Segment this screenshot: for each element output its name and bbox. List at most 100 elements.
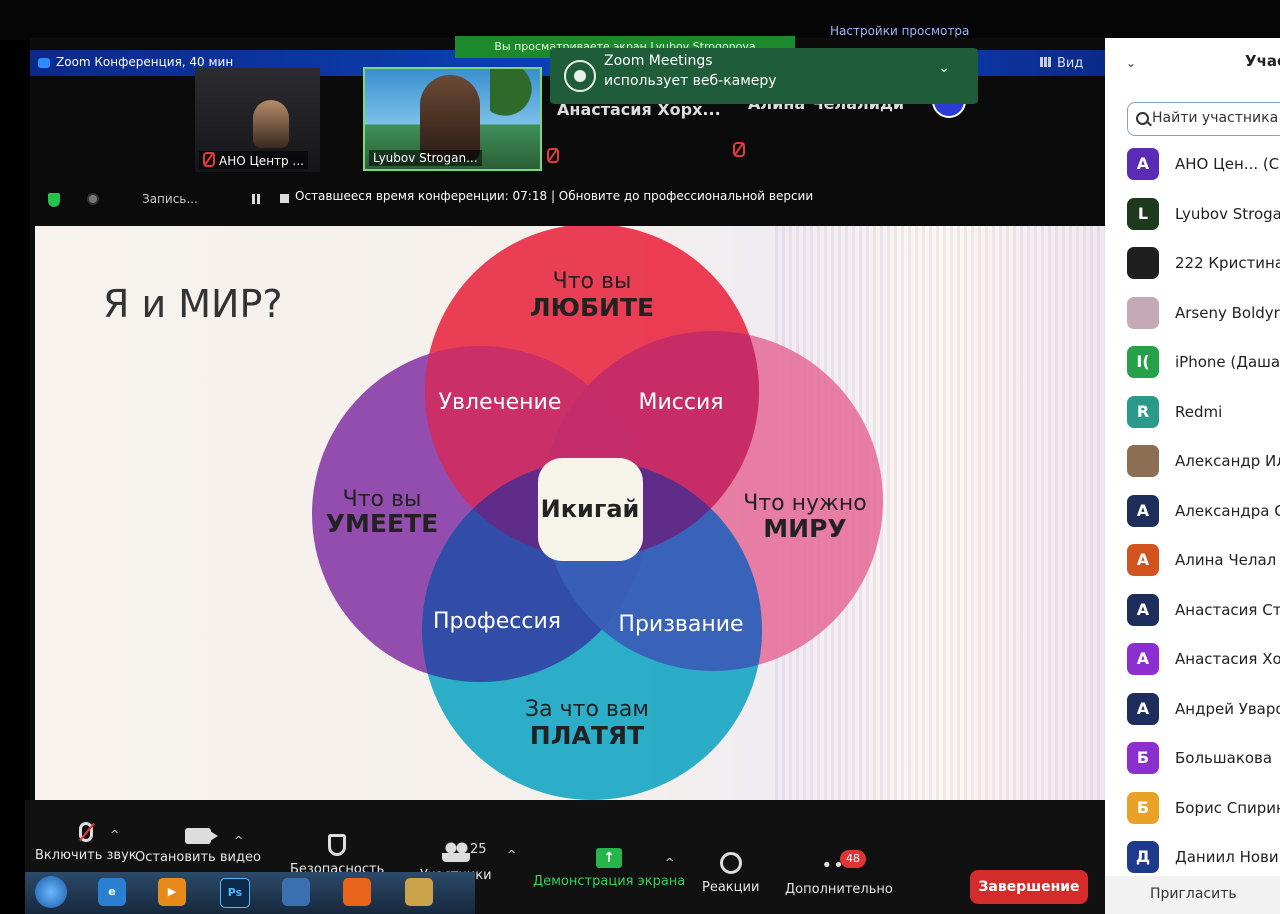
venn-need-line1: Что нужно bbox=[743, 491, 866, 516]
participant-name: 222 Кристина bbox=[1175, 254, 1280, 272]
participant-name: Александр Ил bbox=[1175, 452, 1280, 470]
participant-video bbox=[253, 100, 289, 148]
participant-name: Алина Челал bbox=[1175, 551, 1277, 569]
video-tile-1[interactable]: АНО Центр ... bbox=[195, 68, 320, 172]
participant-name: Борис Спирин bbox=[1175, 799, 1280, 817]
tile-name: Lyubov Strogan... bbox=[373, 151, 478, 165]
avatar: A bbox=[1127, 148, 1159, 180]
venn-good-line2: УМЕЕТЕ bbox=[326, 509, 438, 538]
participants-count: 25 bbox=[470, 842, 487, 857]
chevron-down-icon[interactable]: ⌄ bbox=[1126, 56, 1137, 70]
participant-name: Анастасия Сте bbox=[1175, 601, 1280, 619]
share-screen-label: Демонстрация экрана bbox=[533, 874, 686, 889]
shared-screen-slide: Я и МИР? Что вы ЛЮБИТЕ Что вы УМЕЕТЕ Что… bbox=[35, 226, 1105, 811]
venn-love-line2: ЛЮБИТЕ bbox=[530, 293, 654, 322]
participants-icon bbox=[441, 842, 470, 862]
participant-video bbox=[420, 75, 480, 161]
venn-paid-line1: За что вам bbox=[525, 697, 649, 722]
participant-name: Redmi bbox=[1175, 403, 1223, 421]
invite-button[interactable]: Пригласить bbox=[1150, 886, 1237, 902]
reactions-button[interactable]: Реакции bbox=[702, 852, 759, 895]
internet-explorer-icon[interactable]: e bbox=[98, 878, 126, 906]
participant-name: Arseny Boldyr bbox=[1175, 304, 1280, 322]
record-icon[interactable] bbox=[87, 193, 99, 205]
participant-name: Андрей Уваро bbox=[1175, 700, 1280, 718]
participant-name: Большакова bbox=[1175, 749, 1273, 767]
venn-center-label: Икигай bbox=[541, 495, 640, 523]
venn-vocation-label: Призвание bbox=[618, 612, 743, 637]
firefox-icon[interactable] bbox=[343, 878, 371, 906]
notification-badge: 48 bbox=[840, 850, 866, 868]
tile-name-label: АНО Центр ... bbox=[199, 151, 308, 169]
video-tile-2-active[interactable]: Lyubov Strogan... bbox=[363, 67, 542, 171]
zoom-logo-icon bbox=[38, 58, 50, 68]
pause-recording-icon[interactable] bbox=[252, 194, 260, 204]
stop-video-label: Остановить видео bbox=[135, 850, 261, 865]
venn-overlap-good-paid bbox=[422, 460, 648, 682]
venn-good-line1: Что вы bbox=[343, 487, 422, 512]
participant-name: Lyubov Stroga bbox=[1175, 205, 1280, 223]
webcam-notification[interactable]: Zoom Meetings использует веб-камеру ⌄ bbox=[550, 48, 978, 104]
panel-title: Участ bbox=[1245, 52, 1280, 70]
shield-icon bbox=[328, 834, 347, 856]
video-options-chevron-icon[interactable]: ^ bbox=[234, 834, 244, 847]
encryption-shield-icon[interactable] bbox=[48, 193, 60, 207]
share-screen-button[interactable]: ↑ Демонстрация экрана bbox=[533, 848, 685, 889]
participant-name: Анастасия Хо bbox=[1175, 650, 1280, 668]
avatar: A bbox=[1127, 643, 1159, 675]
panel-footer bbox=[1105, 876, 1280, 914]
chevron-down-icon[interactable]: ⌄ bbox=[938, 60, 950, 76]
meeting-status-bar: Запись... Оставшееся время конференции: … bbox=[30, 184, 1105, 214]
ikigai-venn-diagram: Что вы ЛЮБИТЕ Что вы УМЕЕТЕ Что нужно МИ… bbox=[312, 226, 883, 800]
more-label: Дополнительно bbox=[785, 882, 893, 897]
notification-title: Zoom Meetings bbox=[604, 53, 713, 69]
end-meeting-button[interactable]: Завершение bbox=[970, 870, 1088, 904]
windows-start-icon[interactable] bbox=[35, 876, 67, 908]
photoshop-icon[interactable]: Ps bbox=[220, 878, 250, 908]
tile-name-label: Lyubov Strogan... bbox=[369, 150, 482, 166]
muted-mic-icon bbox=[203, 152, 215, 167]
unmute-button[interactable]: Включить звук bbox=[35, 822, 137, 863]
muted-mic-icon bbox=[78, 822, 93, 842]
tile-name: АНО Центр ... bbox=[219, 154, 304, 168]
folder-icon[interactable] bbox=[405, 878, 433, 906]
webcam-icon bbox=[564, 60, 596, 92]
slide-title: Я и МИР? bbox=[103, 282, 283, 326]
avatar: A bbox=[1127, 693, 1159, 725]
stop-recording-icon[interactable] bbox=[280, 194, 289, 203]
security-button[interactable]: Безопасность bbox=[290, 834, 384, 877]
view-button[interactable]: Вид bbox=[1040, 56, 1083, 71]
avatar: I( bbox=[1127, 346, 1159, 378]
remaining-time-notice[interactable]: Оставшееся время конференции: 07:18 | Об… bbox=[295, 189, 814, 203]
video-tile-3-name[interactable]: Анастасия Хорх... bbox=[557, 100, 721, 119]
window-title: Zoom Конференция, 40 мин bbox=[56, 55, 234, 69]
reactions-label: Реакции bbox=[702, 880, 760, 895]
participant-name: iPhone (Даша bbox=[1175, 353, 1280, 371]
avatar: R bbox=[1127, 396, 1159, 428]
more-dots-icon: ••• bbox=[821, 855, 857, 876]
venn-paid-line2: ПЛАТЯТ bbox=[530, 721, 644, 750]
venn-profession-label: Профессия bbox=[433, 609, 561, 634]
participant-name: Даниил Новик bbox=[1175, 848, 1280, 866]
muted-mic-icon bbox=[733, 140, 749, 159]
avatar: Б bbox=[1127, 792, 1159, 824]
venn-love-line1: Что вы bbox=[553, 269, 632, 294]
venn-overlap-need-love bbox=[543, 331, 759, 558]
audio-options-chevron-icon[interactable]: ^ bbox=[110, 828, 120, 841]
avatar: A bbox=[1127, 544, 1159, 576]
share-options-chevron-icon[interactable]: ^ bbox=[665, 856, 675, 869]
share-screen-icon: ↑ bbox=[596, 848, 623, 868]
grid-view-icon bbox=[1040, 57, 1052, 67]
more-button[interactable]: ••• Дополнительно bbox=[785, 855, 893, 898]
participants-options-chevron-icon[interactable]: ^ bbox=[507, 848, 517, 861]
stop-video-button[interactable]: Остановить видео bbox=[135, 828, 261, 865]
view-options-button[interactable]: Настройки просмотра bbox=[830, 24, 970, 38]
virtual-background bbox=[490, 69, 540, 169]
view-button-label: Вид bbox=[1057, 56, 1084, 71]
muted-mic-icon bbox=[547, 146, 563, 165]
participant-search-input[interactable]: Найти участника bbox=[1127, 102, 1280, 136]
search-placeholder: Найти участника bbox=[1152, 110, 1279, 126]
media-player-icon[interactable]: ▶ bbox=[158, 878, 186, 906]
participant-name: АНО Цен... (С bbox=[1175, 155, 1280, 173]
windows-explorer-icon[interactable] bbox=[282, 878, 310, 906]
